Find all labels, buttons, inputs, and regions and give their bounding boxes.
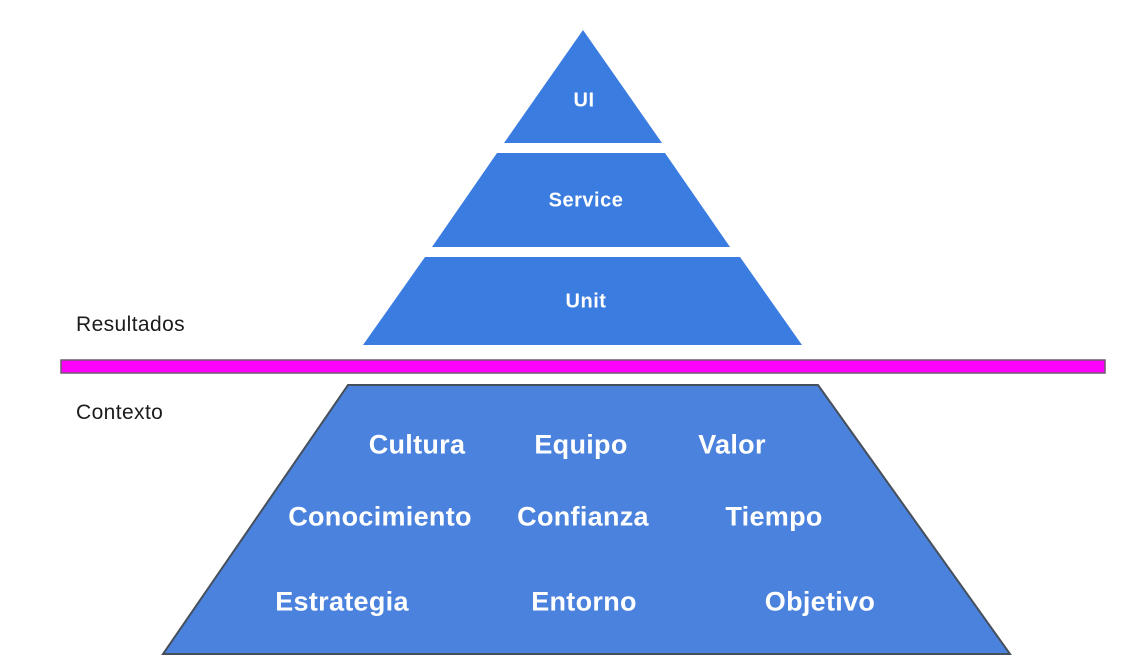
context-word-tiempo: Tiempo [725, 501, 823, 532]
context-word-valor: Valor [698, 429, 766, 460]
context-word-entorno: Entorno [531, 586, 637, 617]
context-trapezoid-shape [161, 384, 1012, 655]
pyramid-level-service-shape [432, 153, 730, 247]
context-word-equipo: Equipo [534, 429, 628, 460]
pyramid-level-ui-shape [504, 30, 662, 143]
divider-line [60, 359, 1106, 374]
pyramid-label-unit: Unit [565, 290, 607, 313]
pyramid-label-service: Service [548, 189, 624, 212]
resultados-label: Resultados [76, 313, 186, 336]
context-word-confianza: Confianza [517, 501, 649, 532]
contexto-label: Contexto [76, 401, 164, 424]
pyramid-label-ui: UI [573, 89, 595, 112]
context-word-objetivo: Objetivo [764, 586, 876, 617]
pyramid-level-unit-shape [363, 257, 802, 345]
context-word-conocimiento: Conocimiento [288, 501, 472, 532]
context-word-cultura: Cultura [368, 429, 466, 460]
context-word-estrategia: Estrategia [275, 586, 409, 617]
